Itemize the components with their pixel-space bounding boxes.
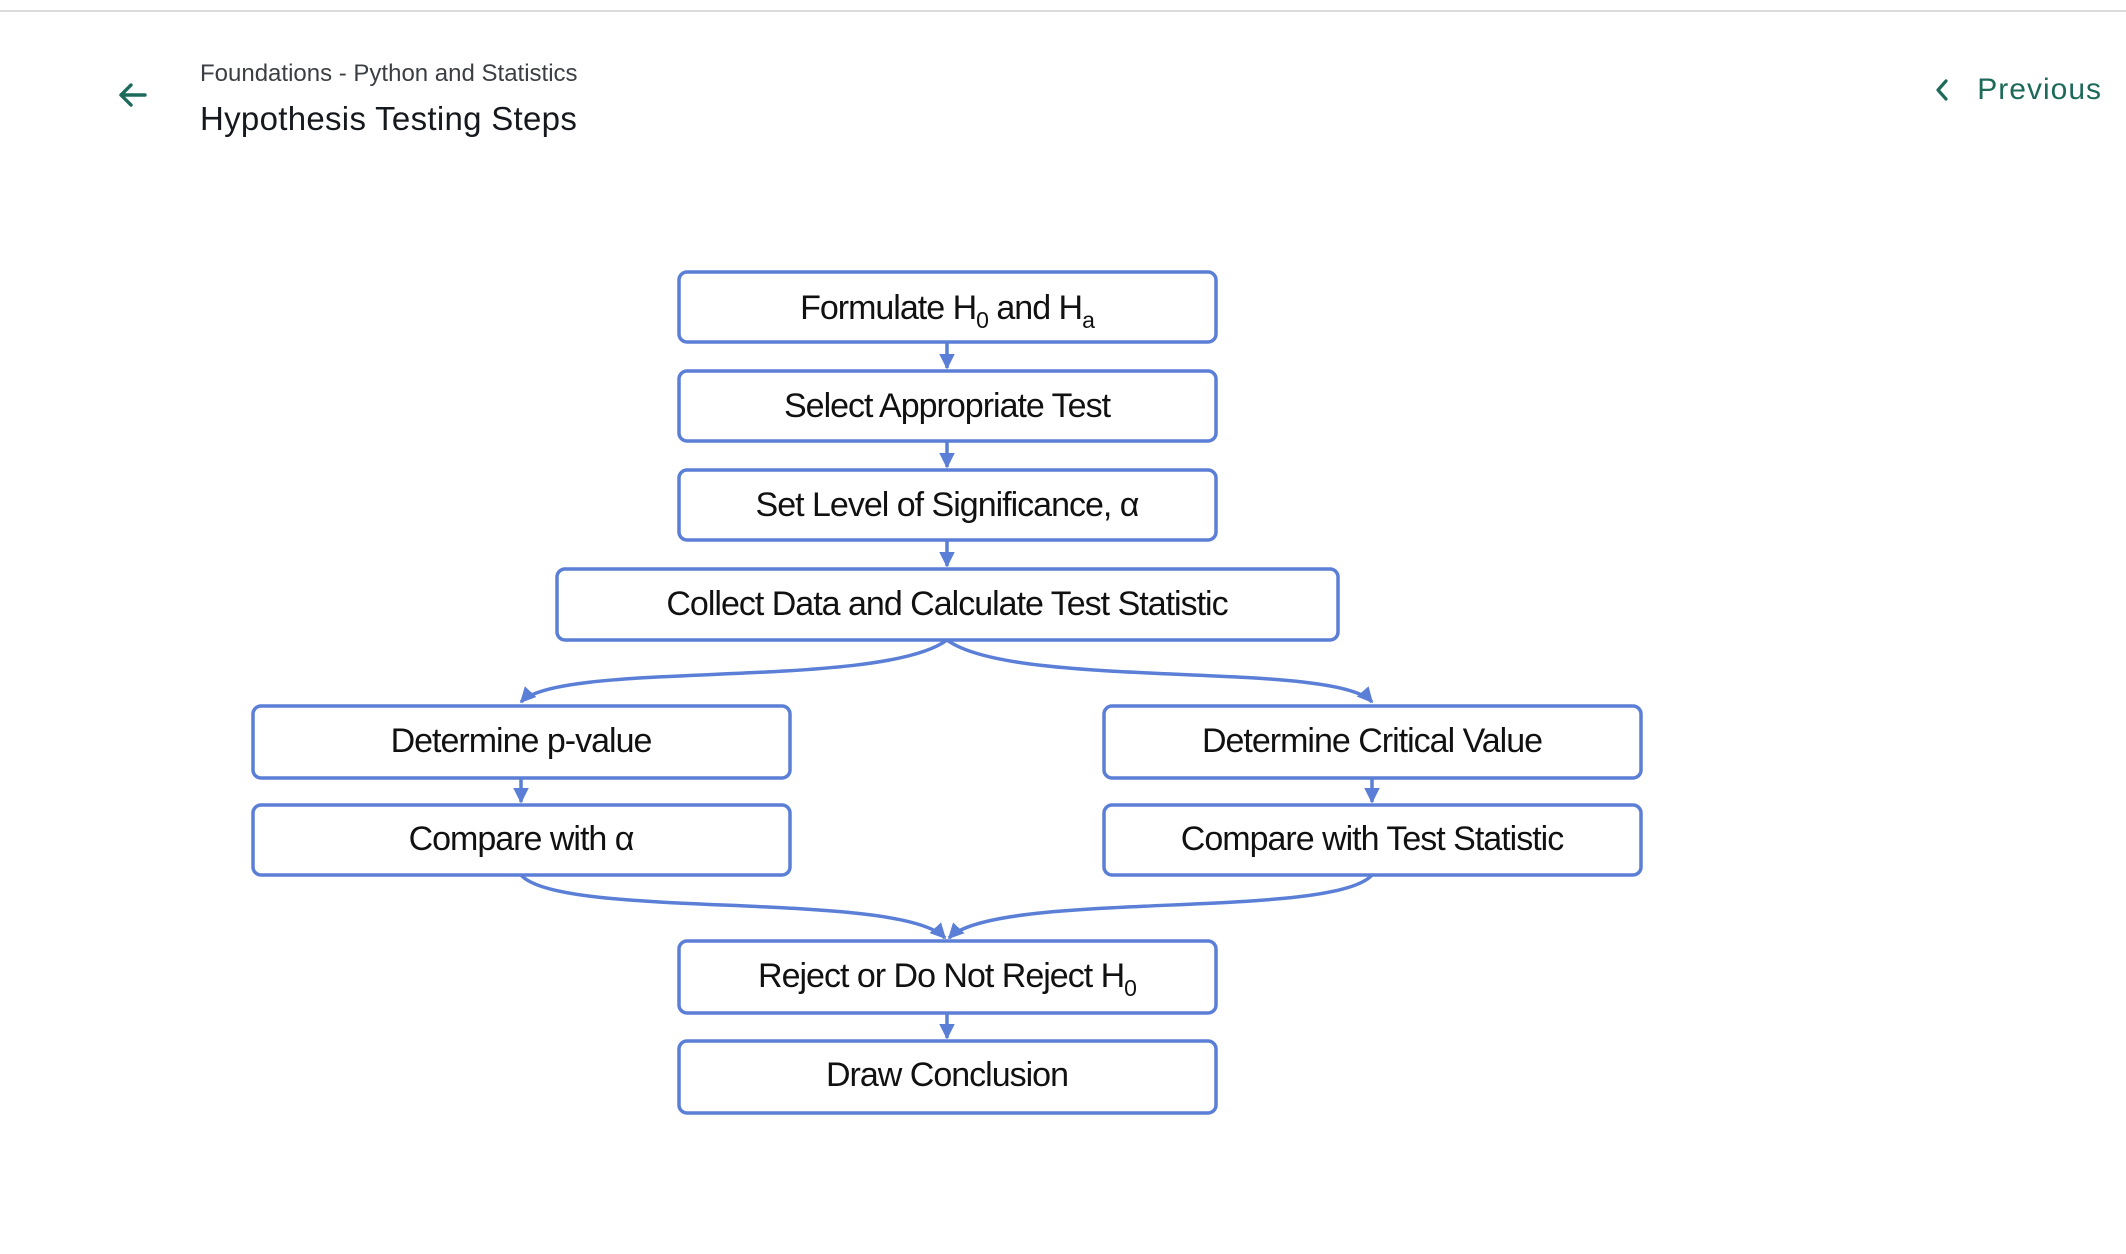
node-formulate-hypotheses: Formulate H0 and Ha [677, 270, 1218, 344]
edge-compare-alpha-reject [519, 873, 947, 940]
previous-button[interactable]: Previous [1933, 73, 2102, 107]
node-select-test: Select Appropriate Test [677, 369, 1218, 443]
arrow-left-icon [119, 83, 147, 107]
node-collect-data: Collect Data and Calculate Test Statisti… [555, 567, 1340, 642]
svg-text:Draw Conclusion: Draw Conclusion [826, 1056, 1068, 1094]
svg-text:Collect Data and Calculate Tes: Collect Data and Calculate Test Statisti… [666, 585, 1228, 623]
node-set-significance: Set Level of Significance, α [677, 468, 1218, 542]
chevron-left-icon [1933, 76, 1951, 104]
node-draw-conclusion: Draw Conclusion [677, 1039, 1218, 1115]
svg-text:Determine p-value: Determine p-value [391, 722, 652, 760]
breadcrumb[interactable]: Foundations - Python and Statistics [200, 60, 578, 87]
node-determine-critical-value: Determine Critical Value [1102, 704, 1643, 780]
page-title: Hypothesis Testing Steps [200, 100, 578, 137]
svg-text:Compare with α: Compare with α [409, 820, 634, 858]
node-determine-pvalue: Determine p-value [251, 704, 792, 780]
svg-text:Reject or Do Not Reject H0: Reject or Do Not Reject H0 [758, 957, 1136, 1001]
svg-text:Set Level of Significance, α: Set Level of Significance, α [756, 486, 1139, 524]
node-compare-test-statistic: Compare with Test Statistic [1102, 803, 1643, 877]
svg-text:Select Appropriate Test: Select Appropriate Test [784, 387, 1112, 425]
edge-compare-stat-reject [947, 873, 1374, 940]
svg-text:Compare with Test Statistic: Compare with Test Statistic [1181, 820, 1564, 858]
svg-text:Determine Critical Value: Determine Critical Value [1202, 722, 1542, 760]
node-compare-alpha: Compare with α [251, 803, 792, 877]
back-button[interactable] [108, 70, 158, 120]
top-divider [0, 0, 2126, 12]
edge-collect-pvalue [519, 638, 949, 704]
node-reject-decision: Reject or Do Not Reject H0 [677, 939, 1218, 1015]
svg-text:Formulate H0 and Ha: Formulate H0 and Ha [800, 289, 1095, 333]
edge-collect-critical [945, 638, 1374, 704]
previous-label: Previous [1977, 73, 2102, 106]
